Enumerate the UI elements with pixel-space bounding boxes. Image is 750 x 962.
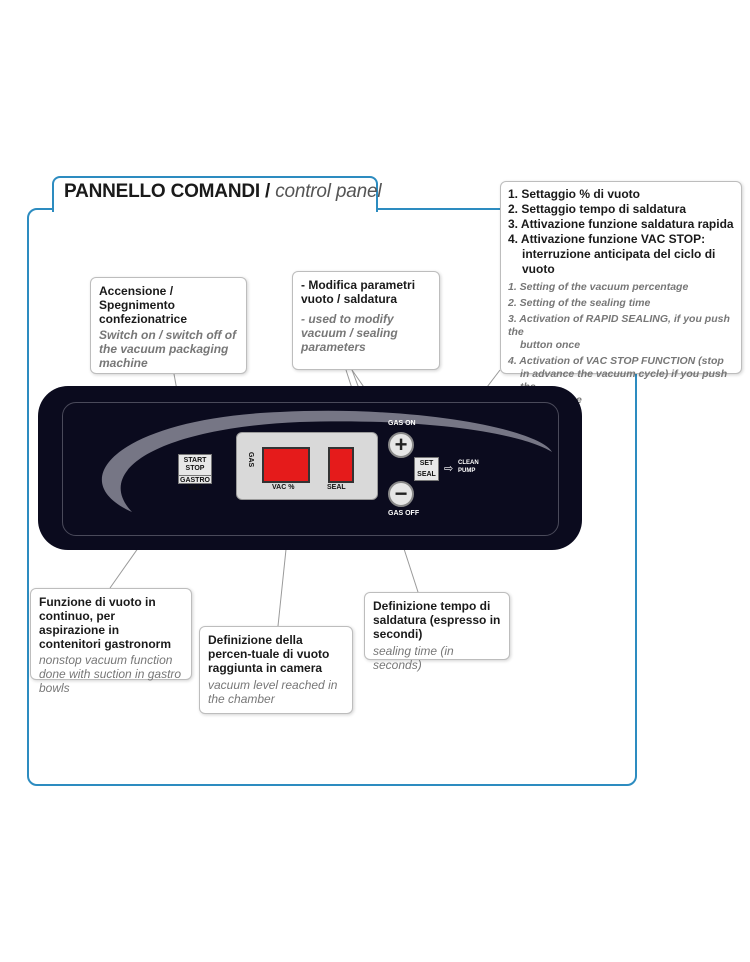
nonstop-box: Funzione di vuoto in continuo, per aspir… [30,588,192,680]
set-seal-button[interactable]: SET SEAL [414,457,439,481]
set-label: SET [415,460,438,468]
sealtime-en: sealing time (in seconds) [373,644,501,672]
clean-pump-icon: ⇨ [444,462,453,475]
gas-on-label: GAS ON [388,420,416,427]
plus-button[interactable]: + [388,432,414,458]
pump-label: PUMP [458,468,475,474]
start-stop-button[interactable]: START STOP GASTRO VAC [178,454,212,484]
percent-en: vacuum level reached in the chamber [208,678,344,706]
percent-it: Definizione della percen-tuale di vuoto … [208,633,344,675]
sealtime-box: Definizione tempo di saldatura (espresso… [364,592,510,660]
gastro-vac-label: GASTRO VAC [179,475,211,493]
clean-label: CLEAN [458,460,479,466]
nonstop-en: nonstop vacuum function done with suctio… [39,653,183,695]
sealtime-it: Definizione tempo di saldatura (espresso… [373,599,501,641]
seal-led [328,447,354,483]
gas-vertical-label: GAS [247,452,254,467]
gas-off-label: GAS OFF [388,510,419,517]
seal-label: SEAL [327,484,346,491]
percent-box: Definizione della percen-tuale di vuoto … [199,626,353,714]
seal-key-label: SEAL [415,471,438,479]
minus-button[interactable]: − [388,481,414,507]
vac-percent-label: VAC % [272,484,294,491]
vac-percent-led [262,447,310,483]
nonstop-it: Funzione di vuoto in continuo, per aspir… [39,595,183,651]
start-stop-label: START STOP [179,457,211,473]
